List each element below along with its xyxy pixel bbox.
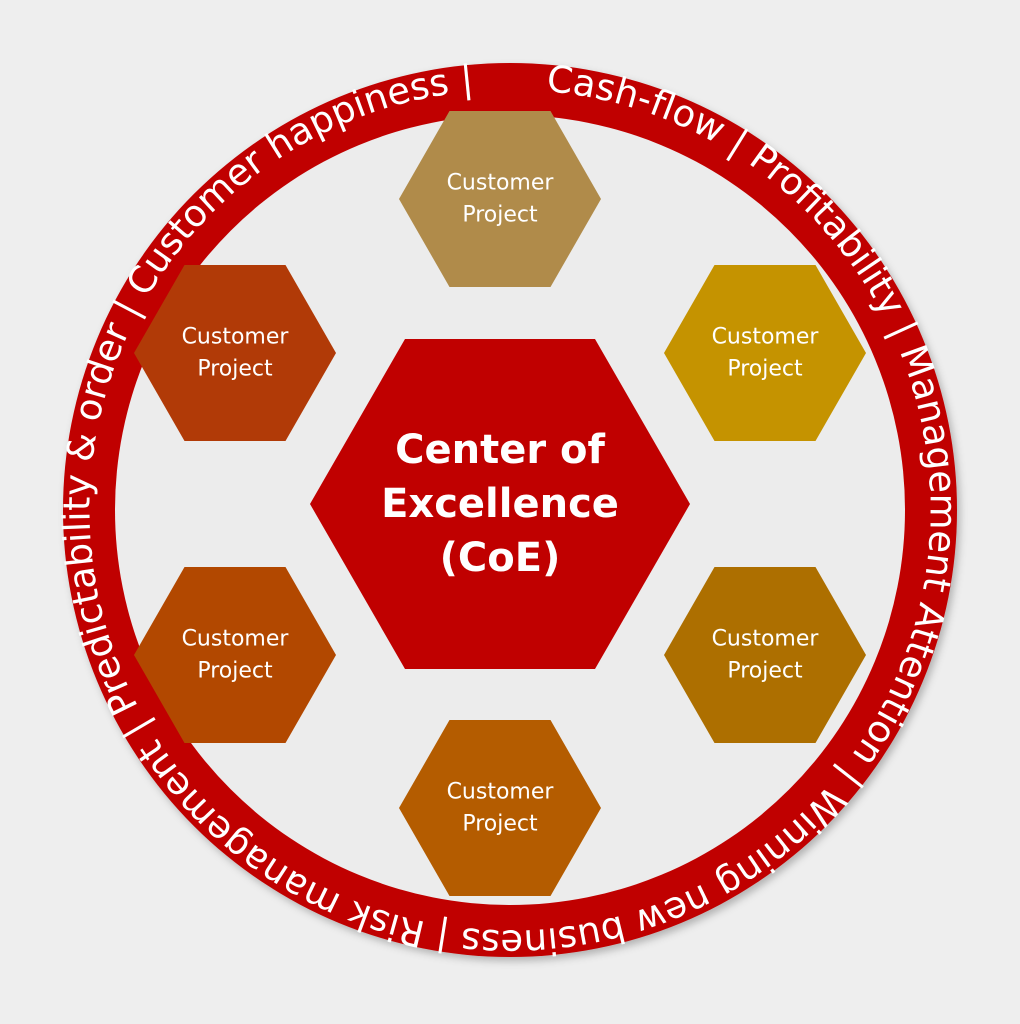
customer-project-label-line: Project [727,357,803,382]
coe-hexagon: Center of Excellence (CoE) [310,339,690,669]
customer-project-hexagon-shape [664,567,866,743]
coe-hexagon-shape [310,339,690,669]
customer-project-label-line: Project [727,659,803,684]
customer-project-hexagon-shape [399,720,601,896]
customer-project-label-line: Customer [712,325,820,350]
customer-project-hexagon-shape [664,265,866,441]
customer-project-label-line: Customer [182,325,290,350]
coe-label-line: (CoE) [440,535,561,581]
customer-project-label-line: Project [462,203,538,228]
coe-label-line: Center of [395,427,605,473]
center-of-excellence: Center of Excellence (CoE) [310,339,690,669]
customer-project-label-line: Customer [712,627,820,652]
project-hexagons: CustomerProjectCustomerProjectCustomerPr… [134,111,866,896]
customer-project-hexagon-shape [399,111,601,287]
coe-label-line: Excellence [381,481,619,527]
customer-project-label-line: Project [197,659,273,684]
customer-project-label-line: Project [197,357,273,382]
customer-project-label-line: Project [462,812,538,837]
customer-project-hexagon-shape [134,567,336,743]
customer-project-label-line: Customer [447,171,555,196]
customer-project-label-line: Customer [182,627,290,652]
customer-project-hexagon-shape [134,265,336,441]
customer-project-label-line: Customer [447,780,555,805]
